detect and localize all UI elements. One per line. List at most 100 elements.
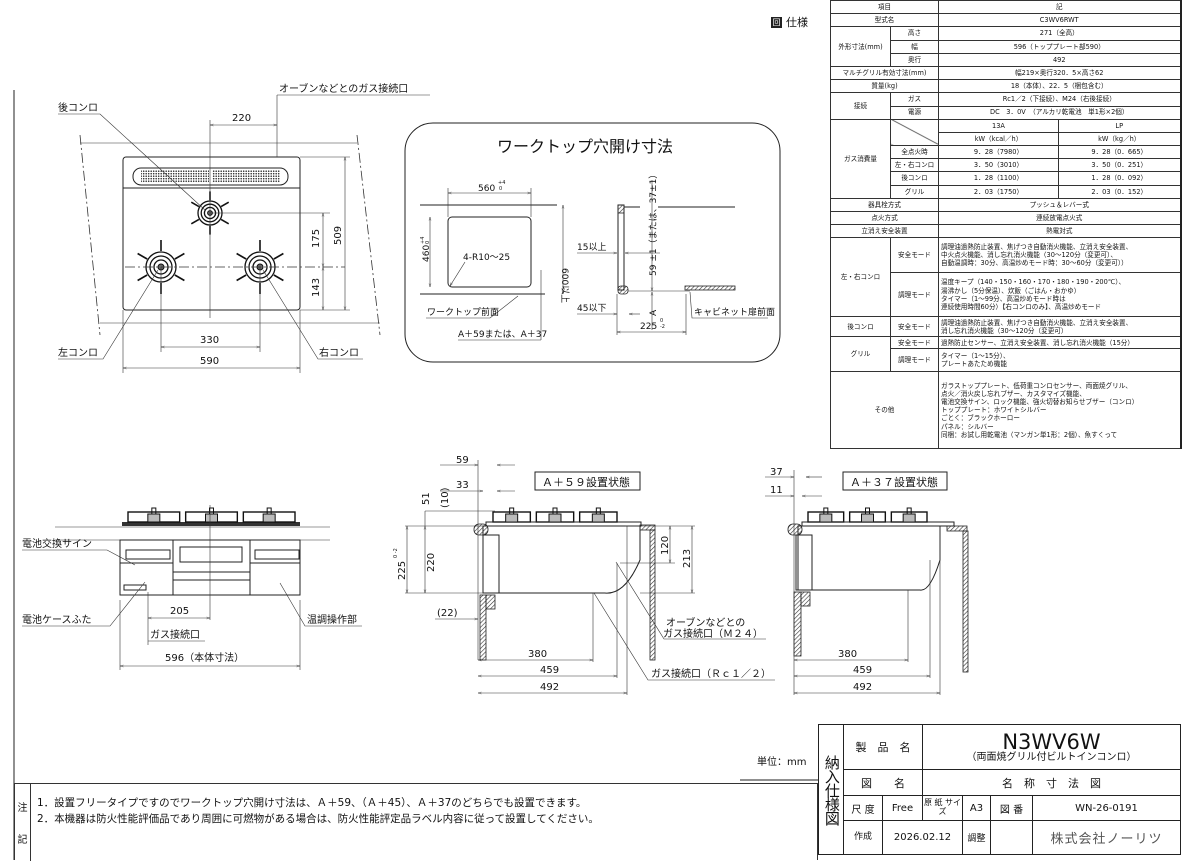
worktop-edge-right xyxy=(356,134,381,336)
title-block: 納入仕様図 製 品 名 N3WV6W （両面焼グリル付ビルトインコンロ） 図 名… xyxy=(818,724,1181,855)
ignition-value: 連続放電点火式 xyxy=(938,210,1181,226)
temp-control-label: 温調操作部 xyxy=(307,613,357,626)
leader-battery-cover xyxy=(22,581,146,627)
consumption-13a: 9．28（7980） xyxy=(938,145,1059,160)
burner-sensor xyxy=(906,507,912,515)
gas-label: ガス xyxy=(890,92,939,107)
battery-sign-label: 電池交換サイン xyxy=(22,537,92,550)
tol-460-lower: 0 xyxy=(425,241,431,244)
trivet-arm xyxy=(190,201,200,208)
dim-37: 37 xyxy=(770,467,783,478)
dim-380: 380 xyxy=(528,649,547,660)
burners xyxy=(137,191,284,294)
tol-460-upper: +4 xyxy=(420,237,426,244)
header-value: 記 xyxy=(938,0,1181,15)
dim-225: 225 xyxy=(397,561,408,580)
power-label: 電源 xyxy=(890,105,939,120)
trivet-arm xyxy=(190,218,200,225)
table-row: 器具栓方式プッシュ＆レバー式 xyxy=(830,197,1181,213)
table-row: 立消え安全装置熱電対式 xyxy=(830,224,1181,239)
adjusted-label: 調整 xyxy=(962,820,991,855)
table-row: 質量(kg)18（本体）、22．5（梱包含む） xyxy=(830,79,1181,94)
gas-value: Rc1／2（下接続）、M24（右後接続） xyxy=(938,92,1181,107)
other-value: ガラストッププレート、低荷重コンロセンサー、両面焼グリル、 点火／消火戻し忘れブ… xyxy=(938,371,1181,450)
table-row: 左・右コンロ安全モード調理油過熱防止装置、焦げつき自動消火機能、立消え安全装置、… xyxy=(830,237,1181,318)
scale: Free xyxy=(882,795,923,821)
section-a59: Ａ＋５９設置状態 59 33 51 (10) 225 0 -2 220 (22) xyxy=(393,455,775,695)
min-15: 15以上 xyxy=(577,242,606,253)
dim-22: (22) xyxy=(437,608,458,619)
consumption-lp: 9．28（0．665） xyxy=(1058,145,1181,160)
valve-label: 器具栓方式 xyxy=(830,197,939,213)
scale-label: 尺 度 xyxy=(843,795,883,821)
worktop-edge-left xyxy=(79,134,101,336)
diagonal-cell xyxy=(890,118,939,147)
dim-33: 33 xyxy=(456,480,469,491)
table-row: kW（kcal／h）kW（kg／h） xyxy=(831,131,1181,147)
consumption-13a: 1．28（1100） xyxy=(938,171,1059,186)
battery-cover-label: 電池ケースふた xyxy=(22,613,92,626)
leader-right xyxy=(262,269,363,360)
col-13a: 13A xyxy=(938,118,1059,133)
dim-492: 492 xyxy=(540,682,559,693)
trivet-arm xyxy=(174,274,185,282)
leader-left xyxy=(58,269,159,360)
a37-title-box xyxy=(842,471,948,491)
label-rear-burner: 後コンロ xyxy=(58,101,98,114)
burner-head xyxy=(205,513,218,523)
tol-225: 0 -2 xyxy=(393,548,399,558)
leader-oven-port xyxy=(615,561,766,640)
a-label: A xyxy=(649,309,659,316)
grill-size-label: マルチグリル有効寸法(mm) xyxy=(830,65,939,81)
consumption-13a: 3．50（3010） xyxy=(938,158,1059,173)
dim-380: 380 xyxy=(838,649,857,660)
title-row: 作成 2026.02.12 調整 株式会社ノーリツ xyxy=(819,820,1181,855)
grill-size-value: 幅219×奥行320．5×高さ62 xyxy=(938,65,1181,81)
burner-sensor xyxy=(823,507,829,515)
front-panel xyxy=(795,534,813,591)
dim-205: 205 xyxy=(170,606,189,617)
width-value: 596（トッププレート部590） xyxy=(938,39,1181,54)
dim-459: 459 xyxy=(540,665,559,676)
tol-560-upper: +4 xyxy=(498,180,505,186)
mass-value: 18（本体）、22．5（梱包含む） xyxy=(938,79,1181,94)
title-row: 図 名 名 称 寸 法 図 xyxy=(819,769,1181,796)
worktop-front-edge xyxy=(473,523,489,536)
dim-509: 509 xyxy=(333,226,344,245)
cutout-hole xyxy=(447,216,532,288)
company-logo: 株式会社ノーリツ xyxy=(1032,820,1181,855)
cabinet-back-wall xyxy=(962,530,969,673)
trivet-arm xyxy=(137,252,148,260)
worktop-back xyxy=(946,525,968,532)
grates xyxy=(492,507,618,523)
title-row: 納入仕様図 製 品 名 N3WV6W （両面焼グリル付ビルトインコンロ） xyxy=(818,724,1181,855)
burner-head xyxy=(505,513,519,523)
tol-560-lower: 0 xyxy=(499,186,502,192)
grill-safety-value: 過熱防止センサー、立消え安全装置、消し忘れ消火機能（15分） xyxy=(938,336,1181,350)
drawing-no: WN-26-0191 xyxy=(1032,795,1181,821)
cutout-diagram: ワークトップ穴開け寸法 560 +4 0 460 +4 0 600以上 4-R1… xyxy=(404,122,781,363)
drawing-no-label: 図 番 xyxy=(990,795,1033,821)
product-name: N3WV6W xyxy=(1002,729,1101,754)
label-left-burner: 左コンロ xyxy=(58,346,98,359)
leader-battery-sign xyxy=(22,549,136,566)
dim-560: 560 xyxy=(478,184,495,194)
other-label: その他 xyxy=(830,371,939,450)
dim-220: 220 xyxy=(426,553,437,572)
left-control-knob xyxy=(125,549,171,560)
worktop-hatch-top xyxy=(617,204,625,214)
lr-safety-value: 調理油過熱防止装置、焦げつき自動消火機能、立消え安全装置、 中火点火機能、消し忘… xyxy=(938,237,1181,274)
dim-59-label: 59 ±1（または、37±1） xyxy=(648,170,659,276)
flameout-value: 熱電対式 xyxy=(938,224,1181,239)
consumption-row-label: 全点火時 xyxy=(890,145,939,160)
oven-port-label-1: オーブンなどとの xyxy=(666,616,745,629)
drawing-name: 名 称 寸 法 図 xyxy=(922,769,1181,796)
